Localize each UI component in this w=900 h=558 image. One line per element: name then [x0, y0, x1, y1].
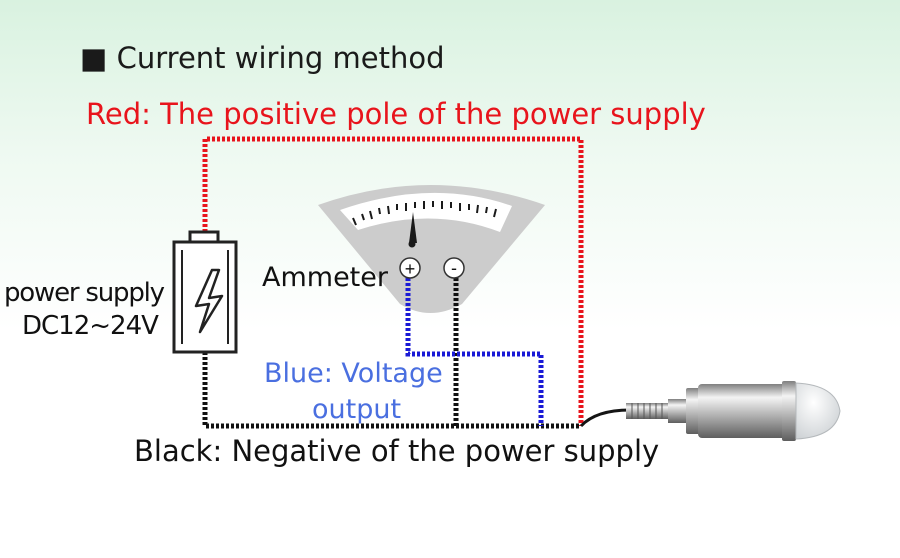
lightning-icon — [194, 268, 224, 334]
ammeter-icon — [318, 185, 545, 313]
page-title: ■ Current wiring method — [80, 44, 445, 73]
svg-text:+: + — [405, 259, 416, 279]
battery-icon — [172, 230, 238, 354]
ammeter-minus-terminal: - — [443, 257, 465, 279]
red-wire — [202, 136, 584, 426]
blue-wire — [405, 278, 544, 426]
blue-wire-label: Blue: Voltage — [264, 358, 443, 389]
power-supply-label: power supply — [4, 278, 165, 308]
square-bullet-icon: ■ — [80, 41, 108, 75]
red-wire-label: Red: The positive pole of the power supp… — [86, 97, 706, 131]
power-supply-voltage-label: DC12~24V — [22, 311, 159, 341]
black-wire-label: Black: Negative of the power supply — [134, 434, 660, 468]
ammeter-plus-terminal: + — [399, 257, 421, 279]
ammeter-label: Ammeter — [262, 262, 388, 293]
sensor-cable — [579, 408, 631, 428]
blue-wire-label-line2: output — [312, 394, 402, 425]
svg-text:-: - — [451, 258, 457, 278]
page-title-text: Current wiring method — [116, 41, 445, 75]
sensor-icon — [626, 381, 841, 441]
